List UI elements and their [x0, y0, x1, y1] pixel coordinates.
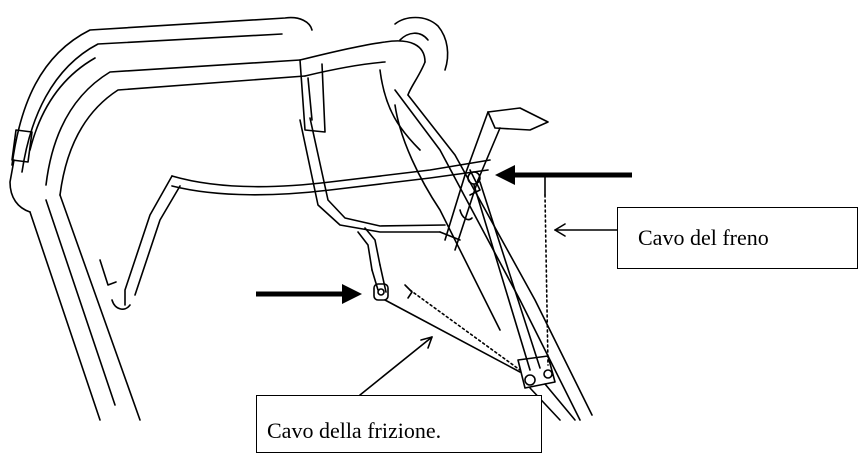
upper-handlebar	[9, 16, 449, 213]
clutch-cable-line	[384, 284, 521, 373]
brake-cable-label: Cavo del freno	[638, 225, 769, 250]
brake-cable-label-box: Cavo del freno	[617, 207, 858, 269]
right-handle-leg	[379, 69, 593, 421]
brake-label-leader	[554, 223, 618, 237]
left-handle-leg	[29, 194, 141, 421]
clutch-pointer-arrow	[256, 284, 362, 304]
clutch-label-leader	[359, 336, 433, 396]
cable-bracket	[517, 355, 576, 421]
clutch-cable-label: Cavo della frizione.	[267, 418, 442, 443]
clutch-cable-label-box: Cavo della frizione.	[256, 395, 542, 453]
control-bail	[124, 117, 491, 306]
clutch-lever	[371, 264, 389, 301]
brake-cable-line	[473, 174, 549, 371]
brake-lever	[444, 107, 549, 251]
brake-pointer-arrow	[495, 165, 632, 185]
